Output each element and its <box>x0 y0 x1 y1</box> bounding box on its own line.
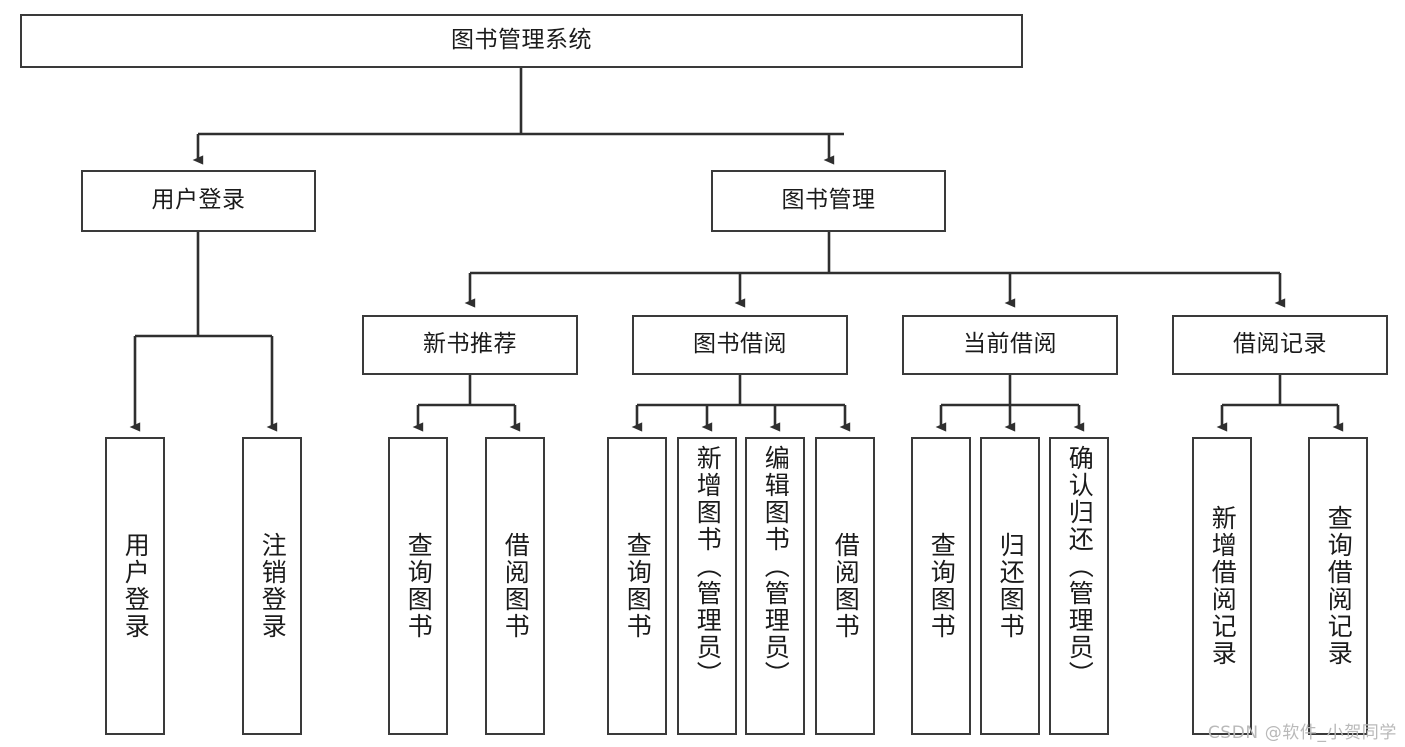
node-user-login-label: 用户登录 <box>151 187 246 214</box>
leaf-add-book-admin[interactable]: 新增图书（管理员） <box>677 437 737 735</box>
node-borrow-record-label: 借阅记录 <box>1233 331 1327 358</box>
leaf-user-logout-label: 注销登录 <box>258 532 288 640</box>
node-borrow-record[interactable]: 借阅记录 <box>1172 315 1388 375</box>
leaf-add-book-admin-label: 新增图书（管理员） <box>693 445 723 688</box>
node-current-borrow[interactable]: 当前借阅 <box>902 315 1118 375</box>
node-new-book-recommend-label: 新书推荐 <box>423 331 517 358</box>
leaf-return-book-label: 归还图书 <box>996 532 1026 640</box>
node-root[interactable]: 图书管理系统 <box>20 14 1023 68</box>
leaf-query-book-1-label: 查询图书 <box>404 532 434 640</box>
leaf-edit-book-admin-label: 编辑图书（管理员） <box>761 445 791 688</box>
leaf-borrow-book-1-label: 借阅图书 <box>501 532 531 640</box>
node-root-label: 图书管理系统 <box>451 27 592 54</box>
leaf-confirm-return-admin[interactable]: 确认归还（管理员） <box>1049 437 1109 735</box>
leaf-borrow-book-2[interactable]: 借阅图书 <box>815 437 875 735</box>
leaf-user-login-label: 用户登录 <box>121 532 151 640</box>
leaf-return-book[interactable]: 归还图书 <box>980 437 1040 735</box>
node-user-login[interactable]: 用户登录 <box>81 170 316 232</box>
leaf-query-book-1[interactable]: 查询图书 <box>388 437 448 735</box>
node-book-borrow[interactable]: 图书借阅 <box>632 315 848 375</box>
leaf-user-login[interactable]: 用户登录 <box>105 437 165 735</box>
leaf-user-logout[interactable]: 注销登录 <box>242 437 302 735</box>
leaf-edit-book-admin[interactable]: 编辑图书（管理员） <box>745 437 805 735</box>
leaf-add-borrow-record[interactable]: 新增借阅记录 <box>1192 437 1252 735</box>
node-book-borrow-label: 图书借阅 <box>693 331 787 358</box>
leaf-borrow-book-2-label: 借阅图书 <box>831 532 861 640</box>
leaf-query-borrow-record[interactable]: 查询借阅记录 <box>1308 437 1368 735</box>
leaf-confirm-return-admin-label: 确认归还（管理员） <box>1065 445 1095 688</box>
leaf-query-borrow-record-label: 查询借阅记录 <box>1324 505 1354 667</box>
leaf-query-book-2[interactable]: 查询图书 <box>607 437 667 735</box>
node-current-borrow-label: 当前借阅 <box>963 331 1057 358</box>
leaf-query-book-3[interactable]: 查询图书 <box>911 437 971 735</box>
leaf-query-book-2-label: 查询图书 <box>623 532 653 640</box>
node-new-book-recommend[interactable]: 新书推荐 <box>362 315 578 375</box>
node-book-management-label: 图书管理 <box>781 187 876 214</box>
leaf-add-borrow-record-label: 新增借阅记录 <box>1208 505 1238 667</box>
leaf-borrow-book-1[interactable]: 借阅图书 <box>485 437 545 735</box>
leaf-query-book-3-label: 查询图书 <box>927 532 957 640</box>
node-book-management[interactable]: 图书管理 <box>711 170 946 232</box>
watermark: CSDN @软件_小贺同学 <box>1207 723 1397 743</box>
